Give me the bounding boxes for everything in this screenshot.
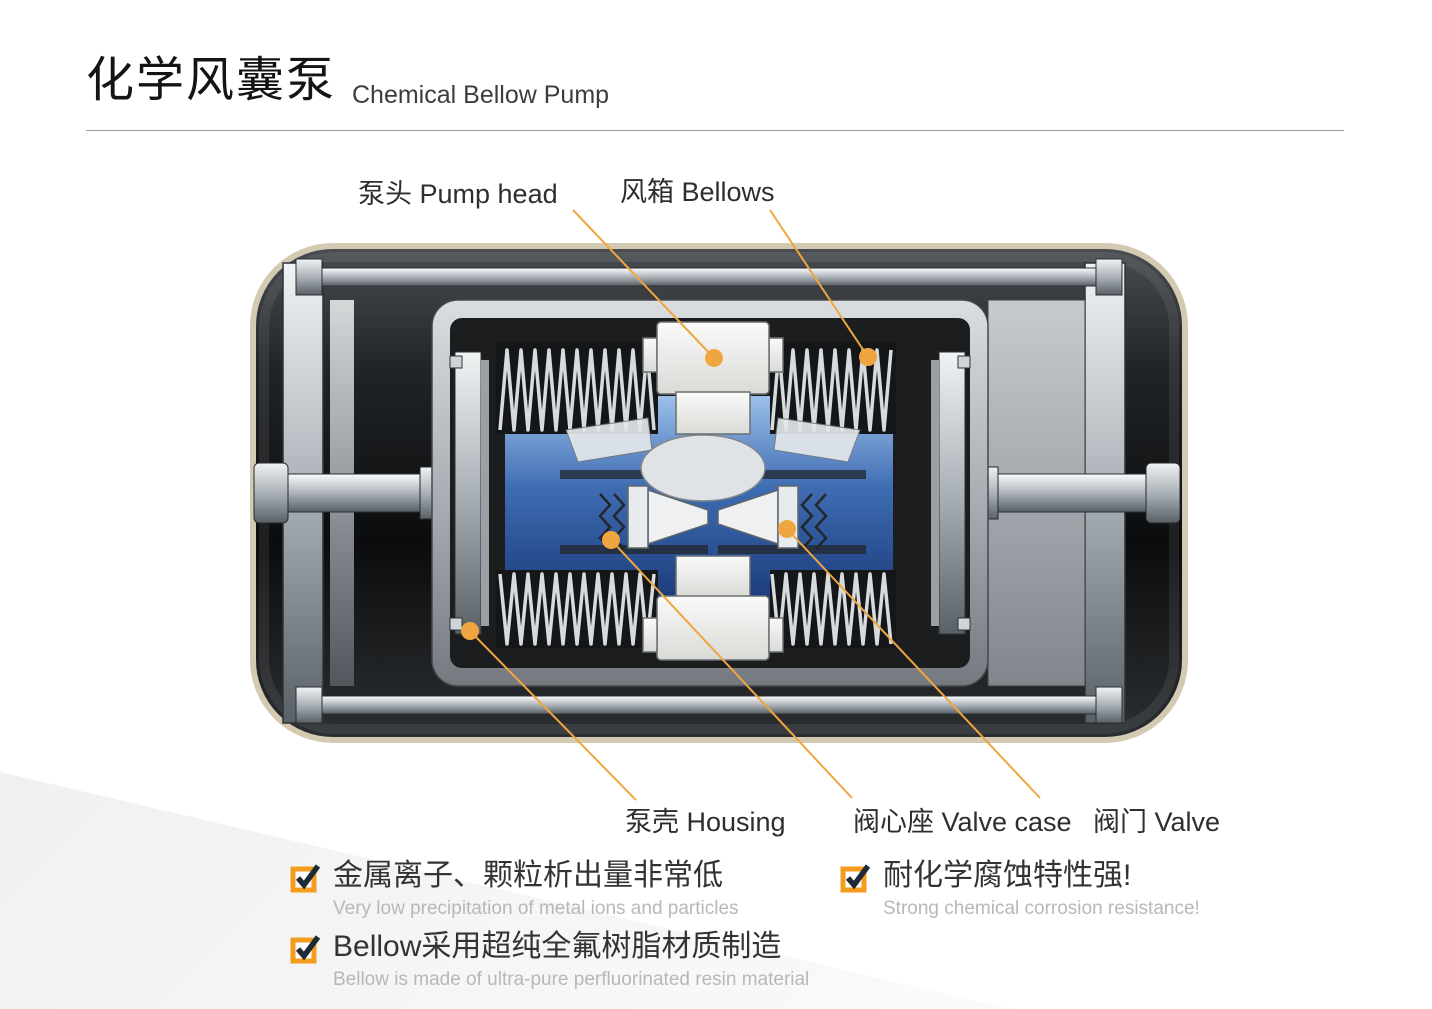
marker-valve-case: [602, 531, 620, 549]
label-pump-head: 泵头 Pump head: [358, 179, 558, 209]
marker-pump-head: [705, 349, 723, 367]
feature-text-cn: 金属离子、颗粒析出量非常低: [333, 859, 723, 892]
feature-text-en: Strong chemical corrosion resistance!: [883, 898, 1200, 919]
label-bellows: 风箱 Bellows: [620, 177, 775, 207]
leader-line-pump-head: [572, 209, 715, 359]
feature-text: Bellow采用超纯全氟树脂材质制造 Bellow is made of ult…: [333, 929, 809, 992]
checkbox-icon: [290, 935, 320, 964]
label-valve: 阀门 Valve: [1093, 807, 1221, 837]
valve-spring-right: [814, 493, 828, 550]
valve-flap-right: [773, 417, 861, 463]
valve-assembly: [560, 417, 866, 554]
feature-text-en: Very low precipitation of metal ions and…: [333, 898, 739, 919]
leader-line-valve-case: [610, 539, 853, 799]
label-housing: 泵壳 Housing: [625, 807, 786, 837]
feature-text: 耐化学腐蚀特性强! Strong chemical corrosion resi…: [883, 858, 1200, 921]
leader-line-housing: [469, 630, 637, 801]
page-title-en: Chemical Bellow Pump: [352, 81, 610, 109]
feature-text-en: Bellow is made of ultra-pure perfluorina…: [333, 969, 810, 990]
valve-spring-left: [598, 493, 612, 550]
checkbox-icon: [290, 864, 320, 893]
checkbox-icon: [840, 864, 870, 893]
bellows-left: [496, 342, 658, 648]
marker-dots: [461, 348, 877, 640]
marker-bellows: [859, 348, 877, 366]
leader-line-valve: [786, 528, 1041, 799]
tie-rods: [295, 258, 1123, 724]
feature-text-cn: Bellow采用超纯全氟树脂材质制造: [333, 930, 782, 963]
leader-lines: [469, 209, 1041, 801]
center-shaft: [253, 462, 1181, 524]
header-divider: [86, 130, 1344, 131]
marker-housing: [461, 622, 479, 640]
valve-dome: [640, 434, 766, 502]
label-valve-case: 阀心座 Valve case: [853, 807, 1072, 837]
feature-text-cn: 耐化学腐蚀特性强!: [883, 859, 1132, 892]
leader-line-bellows: [769, 209, 869, 358]
page-title-cn: 化学风囊泵: [86, 54, 337, 107]
feature-text: 金属离子、颗粒析出量非常低 Very low precipitation of …: [333, 858, 739, 921]
bellows-end-plates: [449, 351, 971, 635]
feature-item: 金属离子、颗粒析出量非常低 Very low precipitation of …: [290, 858, 739, 921]
marker-valve: [778, 520, 796, 538]
bellows-right: [770, 342, 896, 648]
feature-item: 耐化学腐蚀特性强! Strong chemical corrosion resi…: [840, 858, 1200, 921]
feature-item: Bellow采用超纯全氟树脂材质制造 Bellow is made of ult…: [290, 929, 809, 992]
